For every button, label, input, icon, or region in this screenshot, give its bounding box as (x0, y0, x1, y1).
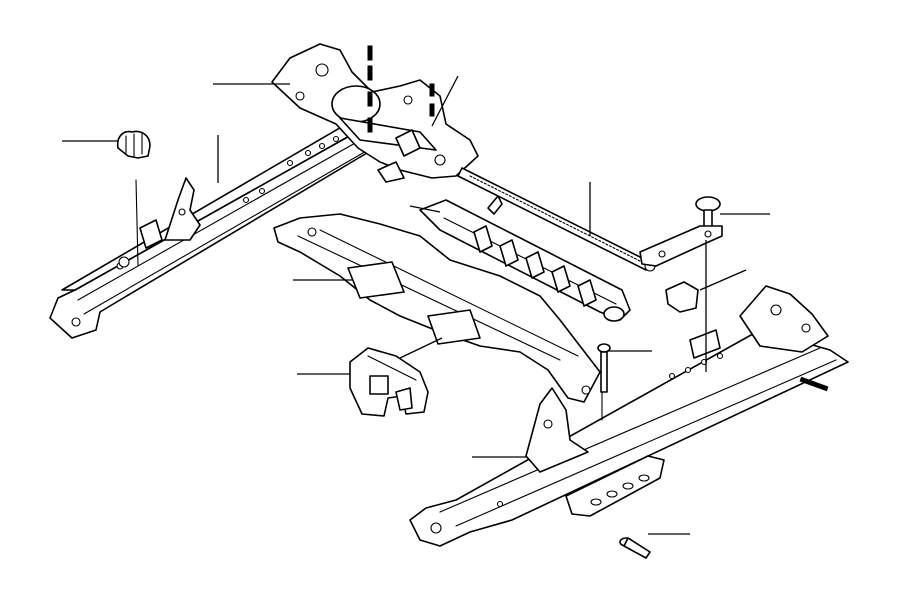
leader-bracket-frame (399, 337, 443, 359)
leader-cable-top (431, 75, 459, 127)
screw-bottom-right (619, 537, 651, 559)
spring-clip (116, 130, 151, 159)
adjuster-gear-bar (419, 195, 631, 322)
cross-frame (273, 213, 601, 403)
lower-right-seat-rail (409, 285, 849, 547)
leader-lines (62, 75, 770, 535)
leader-gear-bar (409, 205, 441, 213)
strap-bracket (639, 225, 723, 313)
rail-cover-plate (565, 455, 665, 517)
motor-mount-bracket (349, 347, 429, 417)
support-bolt (597, 343, 611, 421)
leader-strap (699, 269, 747, 291)
upper-left-seat-rail (49, 121, 373, 339)
drive-cable (457, 167, 656, 272)
seat-height-motor (271, 43, 479, 183)
